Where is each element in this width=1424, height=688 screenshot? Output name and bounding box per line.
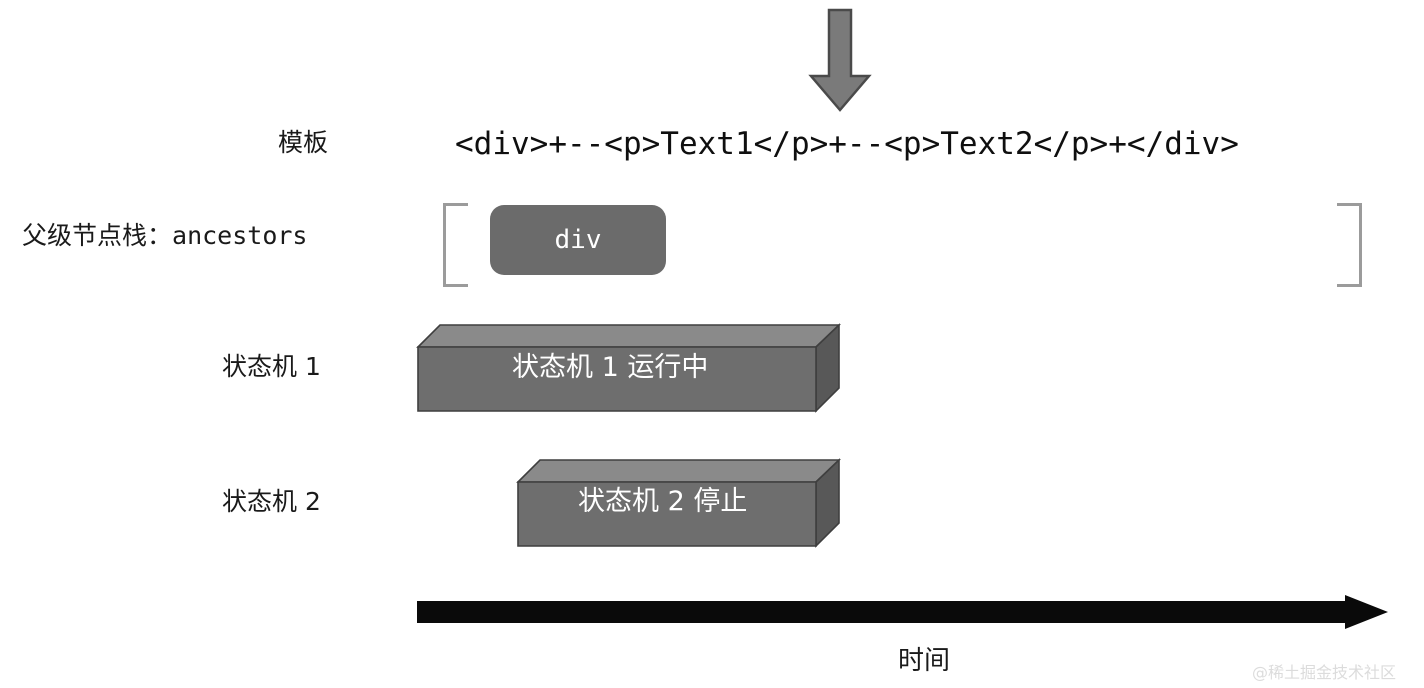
row-label-ancestors: 父级节点栈：ancestors [22, 223, 307, 248]
state-machine-1-bar: 状态机 1 运行中 [416, 322, 841, 414]
row-label-state-machine-2: 状态机 2 [222, 487, 321, 516]
row-label-template: 模板 [278, 128, 329, 157]
ancestors-label-cn: 父级节点栈： [22, 221, 173, 250]
watermark: @稀土掘金技术社区 [1252, 663, 1397, 682]
state-machine-2-bar-text: 状态机 2 停止 [578, 486, 748, 517]
timeline-arrow-icon [415, 595, 1390, 631]
down-arrow-icon [805, 8, 875, 113]
state-machine-2-bar: 状态机 2 停止 [516, 457, 841, 549]
template-code-text: <div>+--<p>Text1</p>+--<p>Text2</p>+</di… [455, 126, 1239, 162]
stack-bracket-left [443, 203, 468, 287]
stack-bracket-right [1337, 203, 1362, 287]
state-machine-1-bar-text: 状态机 1 运行中 [512, 352, 709, 383]
timeline-label: 时间 [898, 646, 951, 676]
stack-item-div: div [490, 205, 666, 275]
row-label-state-machine-1: 状态机 1 [222, 352, 321, 381]
ancestors-label-var: ancestors [172, 221, 308, 250]
